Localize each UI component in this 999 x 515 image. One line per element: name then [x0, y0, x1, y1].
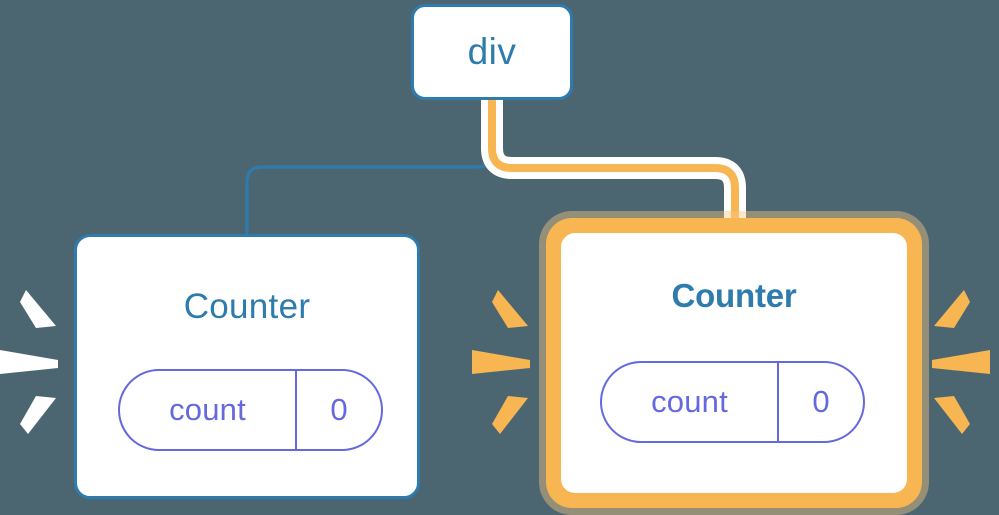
state-pill-left[interactable]: count 0: [118, 369, 383, 451]
node-counter-left[interactable]: Counter count 0: [74, 234, 420, 499]
state-key-right: count: [602, 363, 779, 441]
edge-div-to-counter-right: [488, 100, 739, 240]
node-div-label: div: [467, 31, 517, 72]
state-value-left: 0: [330, 392, 348, 427]
state-key-left: count: [120, 371, 297, 449]
edge-div-to-counter-left: [245, 98, 494, 238]
node-div[interactable]: div: [411, 4, 573, 100]
node-counter-right[interactable]: Counter count 0: [561, 233, 907, 493]
node-counter-right-title: Counter: [671, 277, 797, 314]
node-counter-right-highlight-ring: Counter count 0: [546, 218, 922, 508]
node-counter-left-title: Counter: [183, 287, 311, 326]
state-value-right: 0: [812, 384, 830, 419]
state-pill-right[interactable]: count 0: [600, 361, 865, 443]
